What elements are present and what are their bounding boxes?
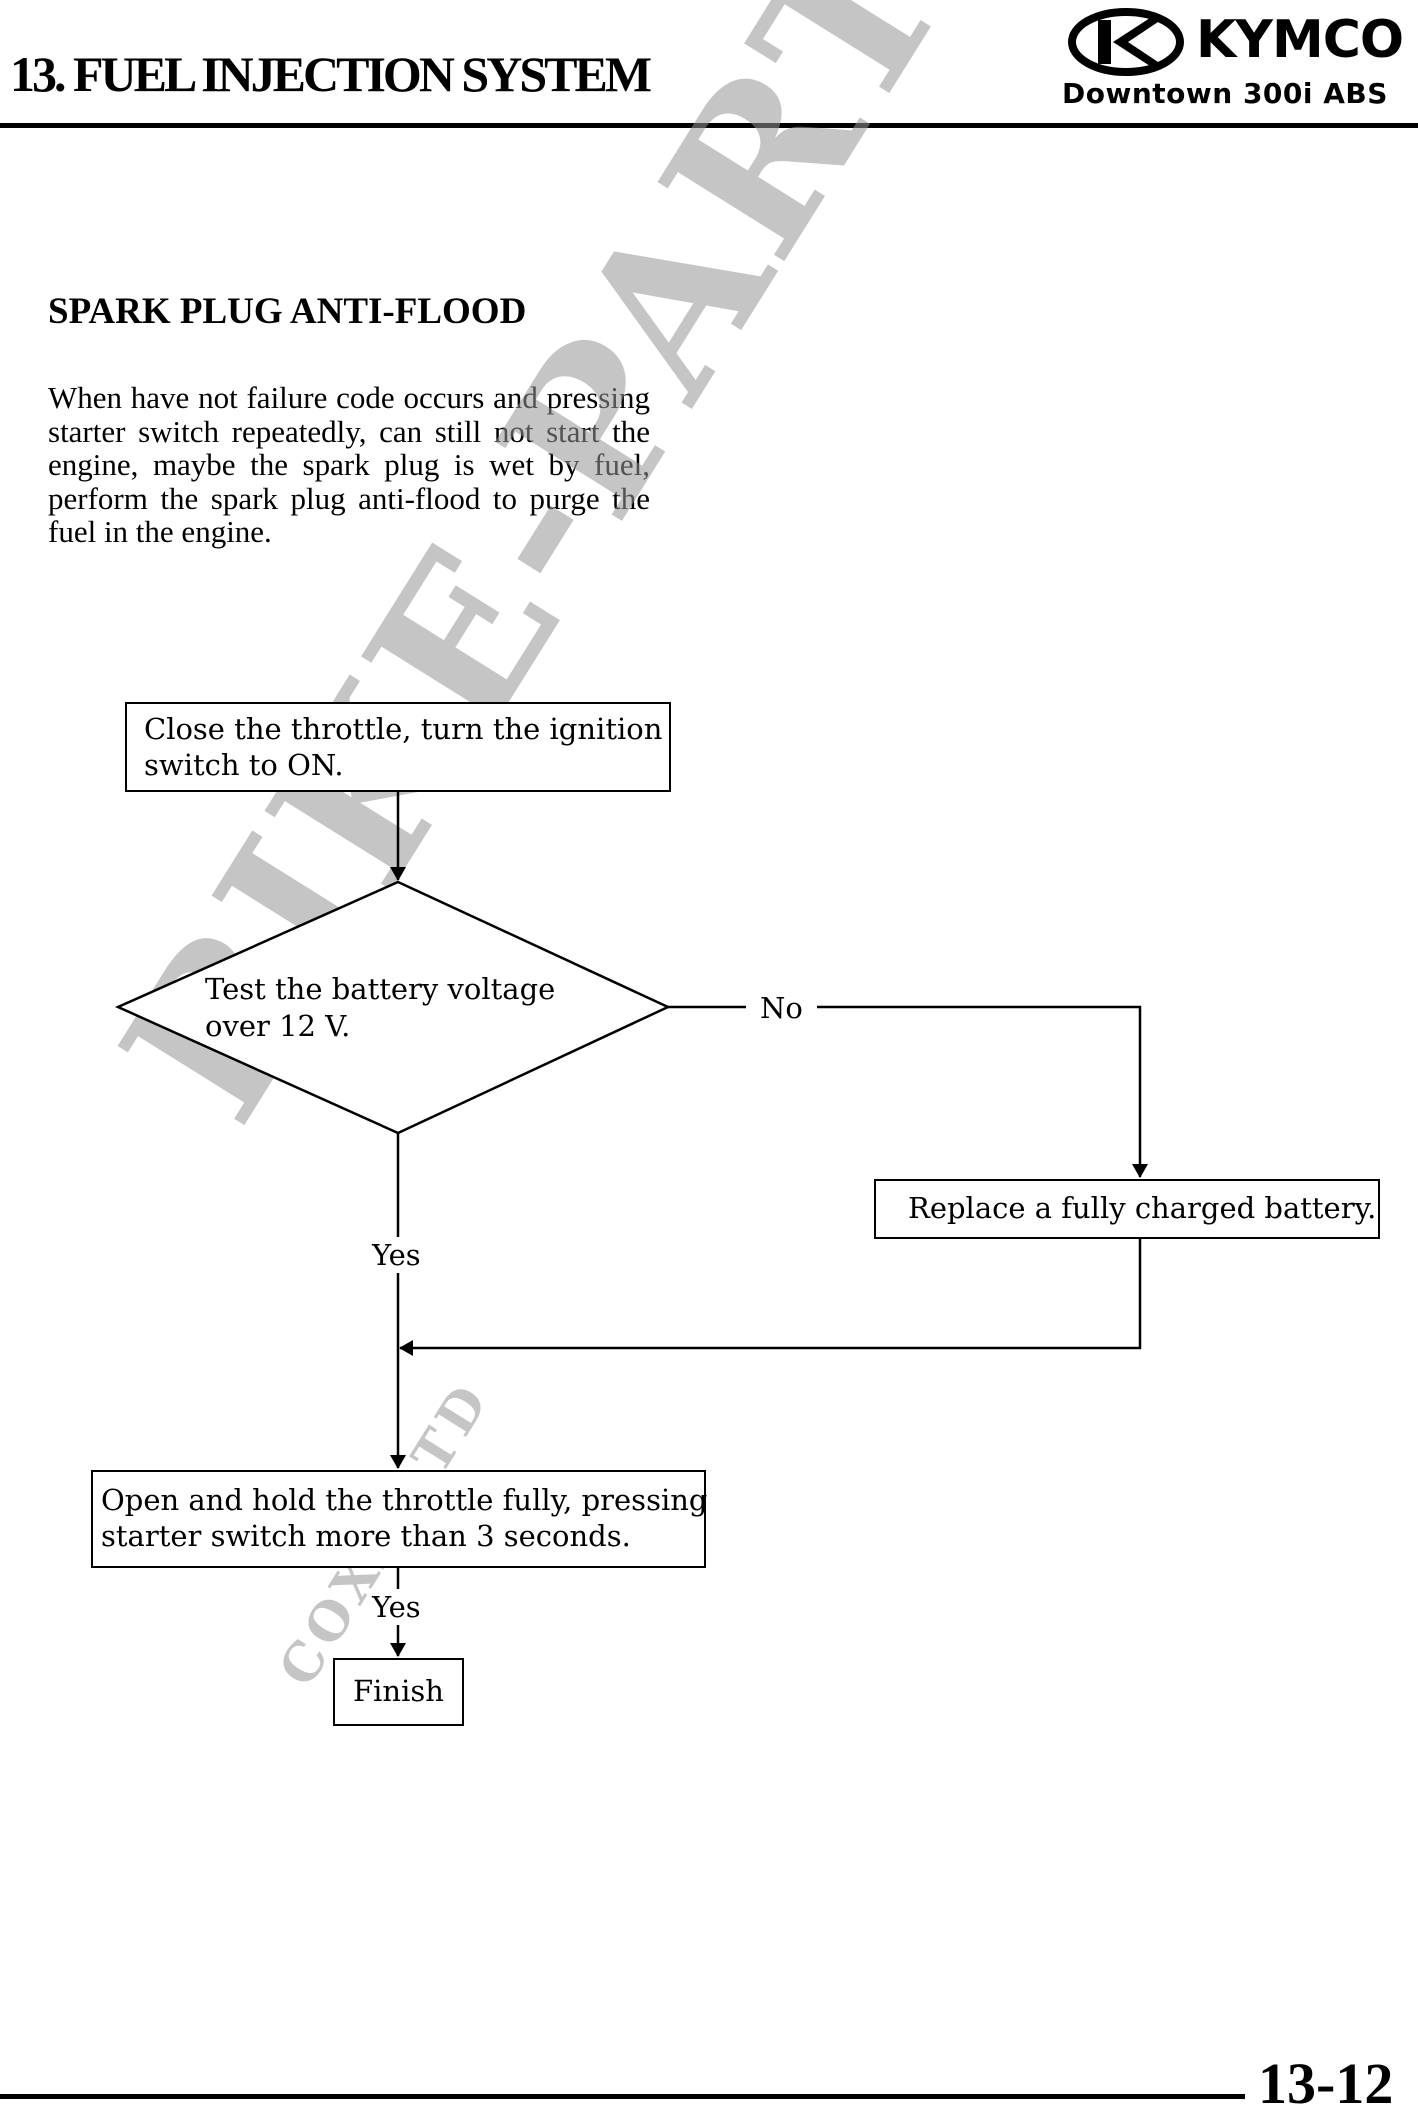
kymco-logo xyxy=(1068,8,1184,76)
decision-line1: Test the battery voltage xyxy=(205,972,556,1006)
finish-box: Finish xyxy=(333,1658,464,1726)
arrow-no-to-replace xyxy=(668,1005,1148,1178)
logo-ellipse xyxy=(1068,8,1184,76)
step-close-throttle-line1: Close the throttle, turn the ignition xyxy=(144,712,663,746)
step-replace-battery: Replace a fully charged battery. xyxy=(874,1179,1380,1239)
step-close-throttle: Close the throttle, turn the ignition sw… xyxy=(125,702,671,792)
footer-rule xyxy=(0,2094,1245,2099)
yes-label-2: Yes xyxy=(370,1589,423,1625)
logo-k-stem xyxy=(1098,20,1111,64)
brand-name: KYMCO xyxy=(1196,10,1404,70)
finish-text: Finish xyxy=(353,1674,444,1708)
arrow-replace-to-merge xyxy=(399,1237,1142,1356)
section-title: SPARK PLUG ANTI-FLOOD xyxy=(48,291,527,332)
page-number: 13-12 xyxy=(1258,2051,1394,2116)
no-label: No xyxy=(746,990,817,1026)
step-close-throttle-line2: switch to ON. xyxy=(144,748,344,782)
decision-line2: over 12 V. xyxy=(205,1009,351,1043)
model-name: Downtown 300i ABS xyxy=(1062,77,1388,110)
step-replace-battery-text: Replace a fully charged battery. xyxy=(908,1191,1377,1225)
step-open-throttle-line2: starter switch more than 3 seconds. xyxy=(101,1519,631,1553)
step-open-throttle-line1: Open and hold the throttle fully, pressi… xyxy=(101,1483,708,1517)
logo-k-arms xyxy=(1113,18,1164,66)
step-open-throttle: Open and hold the throttle fully, pressi… xyxy=(91,1470,708,1568)
chapter-title: 13. FUEL INJECTION SYSTEM xyxy=(10,46,652,102)
header-rule xyxy=(0,123,1418,128)
yes-label: Yes xyxy=(370,1237,423,1273)
intro-paragraph: When have not failure code occurs and pr… xyxy=(48,380,650,549)
